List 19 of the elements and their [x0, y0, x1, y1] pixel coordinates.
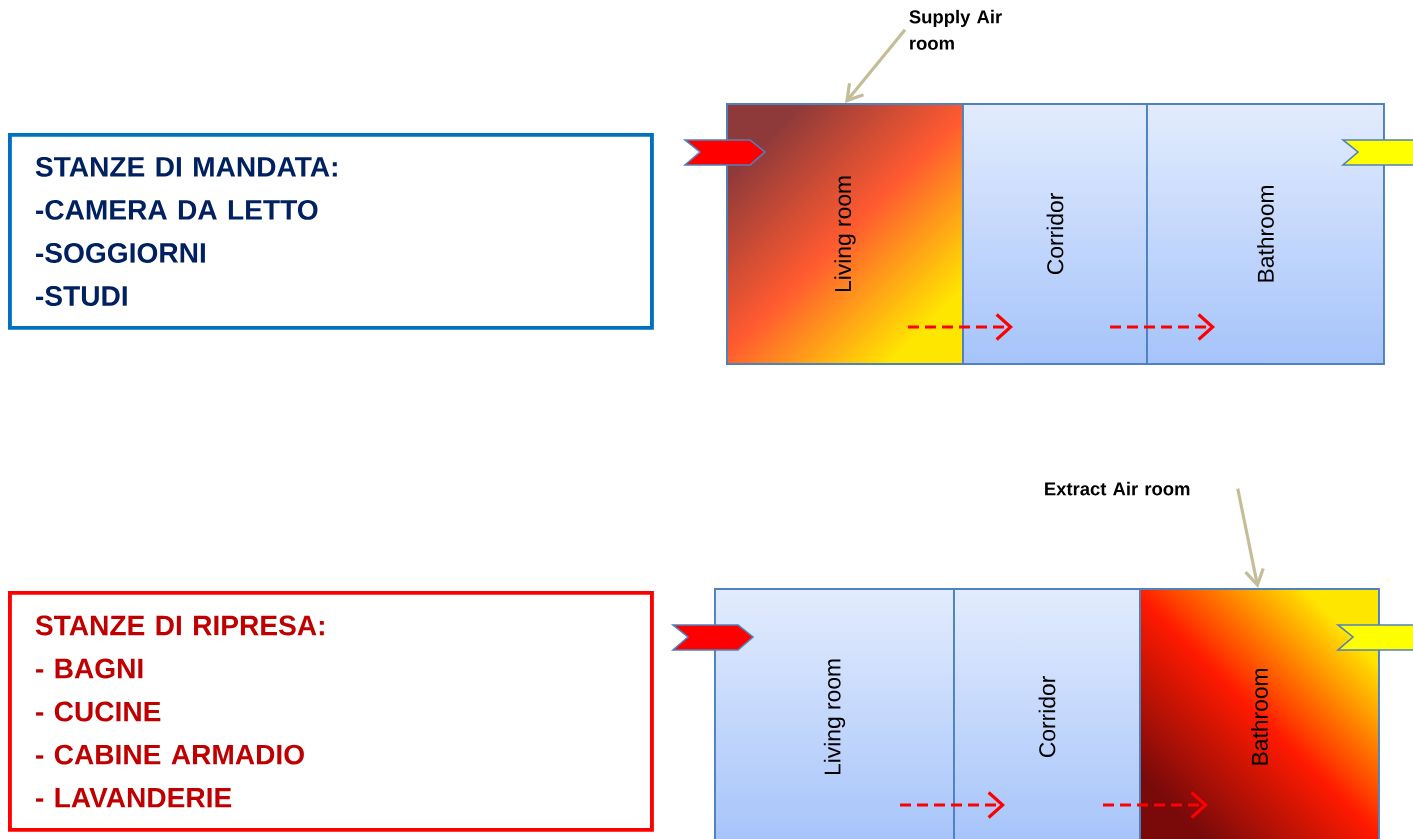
list-box: STANZE DI MANDATA: -CAMERA DA LETTO -SOGGIORNI -STUDI [8, 133, 654, 330]
leader-arrow [845, 28, 907, 103]
airflow-arrow [900, 791, 1005, 819]
inlet-flag [682, 139, 767, 166]
callout-label: Supply Air room [909, 9, 1002, 50]
airflow-arrow [908, 313, 1013, 341]
leader-arrow [1236, 488, 1265, 588]
room-box: Corridor [962, 103, 1148, 365]
room-box: Living room [714, 588, 955, 839]
inlet-flag [670, 624, 755, 651]
room-box: Bathroom [1139, 588, 1380, 839]
airflow-arrow [1110, 313, 1215, 341]
room-box: Living room [726, 103, 964, 365]
callout-label: Extract Air room [1045, 481, 1190, 496]
airflow-arrow [1103, 791, 1208, 819]
outlet-flag [1335, 624, 1413, 651]
room-box: Bathroom [1146, 103, 1385, 365]
list-box: STANZE DI RIPRESA: - BAGNI - CUCINE - CABINE ARMADIO - LAVANDERIE [8, 590, 654, 832]
room-box: Corridor [953, 588, 1141, 839]
